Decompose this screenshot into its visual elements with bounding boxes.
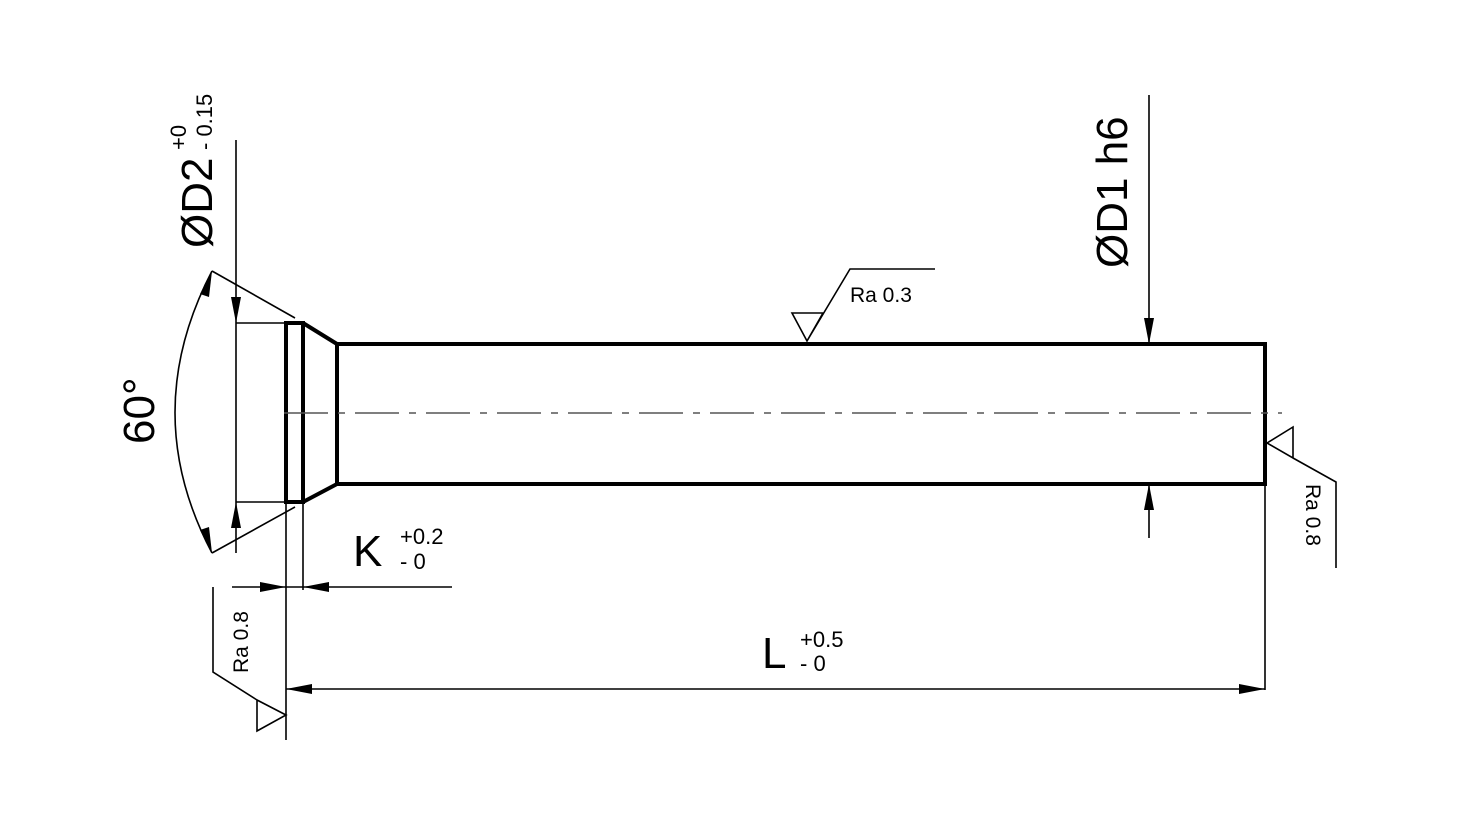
d2-dimension: ØD2 +0 - 0.15 bbox=[166, 94, 286, 553]
d2-arrow-bottom bbox=[231, 502, 241, 528]
head-cone bbox=[301, 321, 339, 504]
surface-finish-top-label: Ra 0.3 bbox=[850, 284, 912, 307]
l-tol-lower: - 0 bbox=[800, 651, 826, 676]
d2-tol-lower: - 0.15 bbox=[192, 94, 217, 150]
d2-label: ØD2 bbox=[173, 158, 222, 248]
angle-arc bbox=[174, 270, 213, 554]
surface-finish-left: Ra 0.8 bbox=[212, 587, 288, 733]
surface-finish-right: Ra 0.8 bbox=[1265, 425, 1337, 568]
surface-finish-top: Ra 0.3 bbox=[790, 268, 935, 343]
surface-finish-right-label: Ra 0.8 bbox=[1301, 484, 1324, 546]
l-arrow-left bbox=[286, 684, 312, 694]
l-dimension: L +0.5 - 0 bbox=[286, 484, 1266, 694]
d1-dimension: ØD1 h6 bbox=[1088, 95, 1154, 538]
angle-label: 60° bbox=[115, 377, 164, 444]
k-dimension: K +0.2 - 0 bbox=[232, 502, 452, 740]
part-outline bbox=[284, 321, 1267, 504]
angle-dimension: 60° bbox=[115, 270, 296, 554]
d1-label: ØD1 h6 bbox=[1088, 116, 1137, 268]
k-arrow-right bbox=[303, 582, 329, 592]
l-label: L bbox=[762, 629, 786, 678]
l-arrow-right bbox=[1239, 684, 1265, 694]
surface-finish-left-label: Ra 0.8 bbox=[230, 611, 253, 673]
l-tol-upper: +0.5 bbox=[800, 627, 843, 652]
angle-extension-top bbox=[211, 270, 296, 319]
surface-finish-right-symbol bbox=[1265, 425, 1337, 568]
d2-arrow-top bbox=[231, 297, 241, 323]
k-label: K bbox=[353, 527, 382, 576]
surface-finish-top-symbol bbox=[790, 268, 935, 343]
k-tol-upper: +0.2 bbox=[400, 524, 443, 549]
angle-arrow-top bbox=[200, 271, 212, 297]
k-arrow-left bbox=[260, 582, 286, 592]
shaft-body bbox=[335, 342, 1267, 486]
angle-extension-bottom bbox=[211, 506, 296, 554]
k-tol-lower: - 0 bbox=[400, 549, 426, 574]
surface-finish-left-symbol bbox=[212, 587, 288, 733]
d1-arrow-top bbox=[1144, 318, 1154, 344]
angle-arrow-bottom bbox=[200, 527, 212, 553]
d1-arrow-bottom bbox=[1144, 484, 1154, 510]
d2-tol-upper: +0 bbox=[166, 125, 191, 150]
